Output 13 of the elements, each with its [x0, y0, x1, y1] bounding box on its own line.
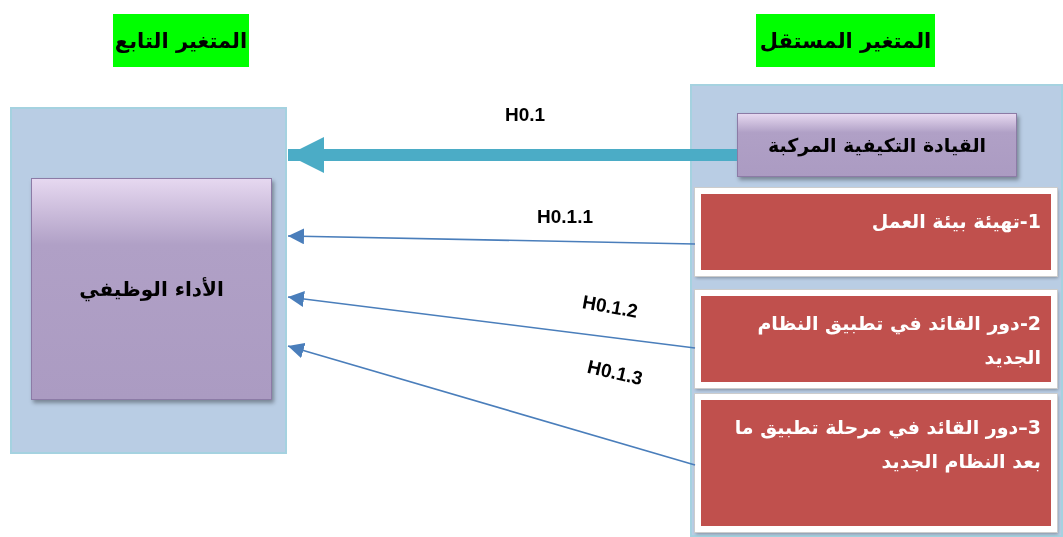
- arrow: [287, 342, 696, 466]
- variable-panel: [10, 107, 287, 454]
- dimension-box: 3–دور القائد في مرحلة تطبيق ما بعد النظام الجديد: [695, 394, 1057, 532]
- dimension-box: 1-تهيئة بيئة العمل: [695, 188, 1057, 276]
- variable-box: الأداء الوظيفي: [31, 178, 272, 400]
- arrow: [287, 228, 696, 245]
- arrow: [288, 137, 737, 173]
- variable-panel: [690, 84, 1063, 537]
- heading-label: المتغير المستقل: [756, 14, 935, 67]
- arrow: [287, 291, 696, 349]
- dimension-box: 2-دور القائد في تطبيق النظام الجديد: [695, 290, 1057, 388]
- heading-label: المتغير التابع: [113, 14, 249, 67]
- variable-box: القيادة التكيفية المركبة: [737, 113, 1017, 177]
